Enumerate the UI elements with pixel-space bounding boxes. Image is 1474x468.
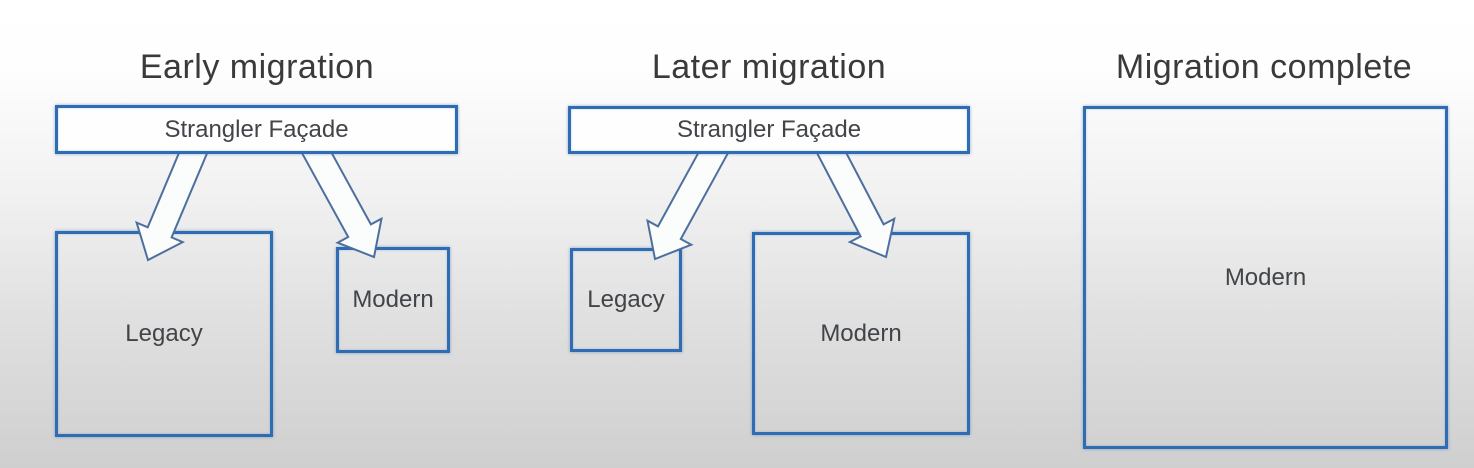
strangler-facade-box-early: Strangler Façade <box>55 105 458 154</box>
legacy-label-early: Legacy <box>125 320 203 347</box>
arrow-later-facade-to-legacy <box>646 138 730 261</box>
modern-label-complete: Modern <box>1224 263 1307 291</box>
panel-title-migration-complete: Migration complete <box>1115 48 1413 86</box>
modern-box-complete: Modern <box>1083 106 1448 449</box>
panel-title-later-migration: Later migration <box>651 48 887 86</box>
legacy-label-later: Legacy <box>587 286 665 313</box>
modern-box-early: Modern <box>336 247 450 353</box>
strangler-facade-label-early: Strangler Façade <box>164 115 349 143</box>
arrow-early-facade-to-modern <box>300 138 383 259</box>
modern-box-later: Modern <box>752 232 970 435</box>
legacy-box-early: Legacy <box>55 231 273 437</box>
strangler-facade-box-later: Strangler Façade <box>568 106 970 154</box>
legacy-box-later: Legacy <box>570 248 682 352</box>
modern-label-later: Modern <box>820 319 902 347</box>
strangler-facade-label-later: Strangler Façade <box>676 116 862 143</box>
modern-label-early: Modern <box>352 286 434 313</box>
panel-title-early-migration: Early migration <box>139 48 375 86</box>
